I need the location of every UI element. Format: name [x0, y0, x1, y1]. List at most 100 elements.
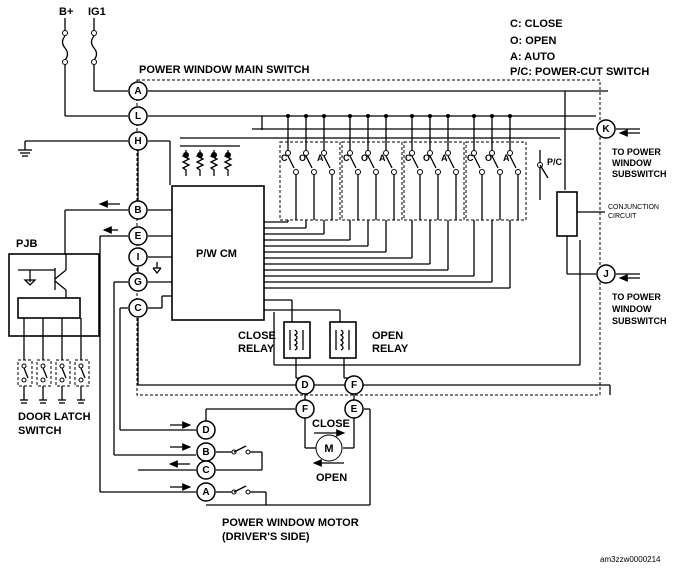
svg-text:SUBSWITCH: SUBSWITCH	[612, 316, 667, 326]
motor-side-switches	[100, 421, 267, 505]
svg-text:C: C	[281, 153, 288, 163]
svg-text:H: H	[134, 136, 141, 147]
door-latch-label-2: SWITCH	[18, 425, 61, 437]
conjunction-label-1: CONJUNCTION	[608, 204, 659, 211]
svg-text:A: A	[441, 153, 448, 163]
svg-text:B: B	[202, 447, 209, 458]
svg-text:C: C	[467, 153, 474, 163]
motor-connector-wiring	[138, 384, 611, 506]
svg-text:G: G	[134, 277, 142, 288]
main-switch-title: POWER WINDOW MAIN SWITCH	[139, 64, 310, 76]
legend-close: C: CLOSE	[510, 18, 563, 30]
internal-wiring	[25, 90, 608, 190]
fuse-ig1	[90, 35, 98, 61]
svg-text:D: D	[202, 425, 209, 436]
b-plus-label: B+	[59, 6, 73, 18]
svg-text:A: A	[503, 153, 510, 163]
pin-b: B	[128, 200, 148, 220]
left-wiring	[64, 200, 172, 492]
open-relay-label-1: OPEN	[372, 330, 403, 342]
motor-open-label: OPEN	[316, 472, 347, 484]
svg-text:WINDOW: WINDOW	[612, 158, 652, 168]
svg-text:A: A	[202, 487, 209, 498]
resistor-bank	[180, 145, 240, 176]
close-relay-label-1: CLOSE	[238, 330, 276, 342]
legend-open: O: OPEN	[510, 35, 557, 47]
motor-symbol: M	[324, 443, 333, 455]
motor-close-label: CLOSE	[312, 418, 350, 430]
pin-e: E	[128, 226, 148, 246]
conjunction-circuit	[556, 191, 578, 237]
motor-title-2: (DRIVER'S SIDE)	[222, 531, 310, 543]
svg-text:C: C	[343, 153, 350, 163]
svg-text:O: O	[423, 153, 430, 163]
relay-wiring	[264, 299, 581, 379]
pin-d: D	[295, 375, 315, 395]
svg-text:J: J	[603, 269, 609, 280]
svg-text:O: O	[361, 153, 368, 163]
close-relay-label-2: RELAY	[238, 343, 275, 355]
door-latch-label-1: DOOR LATCH	[18, 411, 91, 423]
open-relay-label-2: RELAY	[372, 343, 409, 355]
svg-text:O: O	[485, 153, 492, 163]
power-cut-switch: P/C	[537, 150, 563, 200]
subswitch-j-label: TO POWER WINDOW SUBSWITCH	[612, 292, 667, 326]
power-inputs: B+ IG1	[59, 6, 128, 117]
cm-bus-lines	[264, 220, 511, 289]
ground-symbol-h	[18, 141, 32, 157]
pin-a: A	[196, 482, 216, 502]
svg-text:F: F	[351, 380, 357, 391]
door-latch-switch-4	[74, 318, 90, 404]
pin-h: H	[128, 131, 148, 151]
door-latch-switch-1	[17, 318, 33, 404]
svg-text:K: K	[602, 124, 610, 135]
svg-text:E: E	[351, 404, 358, 415]
svg-text:E: E	[135, 231, 142, 242]
pin-k: K	[596, 119, 616, 139]
svg-text:B: B	[134, 205, 141, 216]
pw-cm-module	[171, 185, 265, 321]
pw-cm-label: P/W CM	[196, 248, 237, 260]
svg-text:C: C	[202, 465, 209, 476]
svg-text:D: D	[301, 380, 308, 391]
svg-text:WINDOW: WINDOW	[612, 304, 652, 314]
legend-auto: A: AUTO	[510, 51, 556, 63]
pin-c: C	[196, 460, 216, 480]
svg-text:O: O	[299, 153, 306, 163]
door-latch-switch-2	[36, 318, 52, 404]
pin-j: J	[596, 264, 616, 284]
conjunction-label-2: CIRCUIT	[608, 213, 637, 220]
door-latch-switches	[17, 318, 90, 404]
svg-text:I: I	[137, 252, 140, 263]
fuse-b-plus	[61, 35, 69, 61]
legend-power-cut: P/C: POWER-CUT SWITCH	[510, 66, 649, 78]
svg-text:L: L	[135, 111, 141, 122]
svg-text:SUBSWITCH: SUBSWITCH	[612, 169, 667, 179]
svg-text:C: C	[134, 303, 141, 314]
pjb-label: PJB	[16, 238, 37, 250]
legend: C: CLOSE O: OPEN A: AUTO P/C: POWER-CUT …	[510, 18, 649, 78]
svg-text:C: C	[405, 153, 412, 163]
motor: M CLOSE OPEN	[312, 418, 350, 484]
pin-d: D	[196, 420, 216, 440]
svg-text:A: A	[134, 86, 141, 97]
pin-f: F	[344, 375, 364, 395]
pin-g: G	[128, 272, 148, 292]
close-relay: CLOSE RELAY	[238, 321, 311, 359]
door-latch-switch-3	[55, 318, 71, 404]
subswitch-k-label: TO POWER WINDOW SUBSWITCH	[612, 147, 667, 179]
pin-c: C	[128, 298, 148, 318]
pin-b: B	[196, 442, 216, 462]
pin-f: F	[295, 399, 315, 419]
pin-i: I	[128, 247, 148, 267]
pin-l: L	[128, 106, 148, 126]
ig1-label: IG1	[88, 6, 106, 18]
svg-text:A: A	[379, 153, 386, 163]
svg-text:TO POWER: TO POWER	[612, 147, 661, 157]
open-relay: OPEN RELAY	[329, 321, 409, 359]
